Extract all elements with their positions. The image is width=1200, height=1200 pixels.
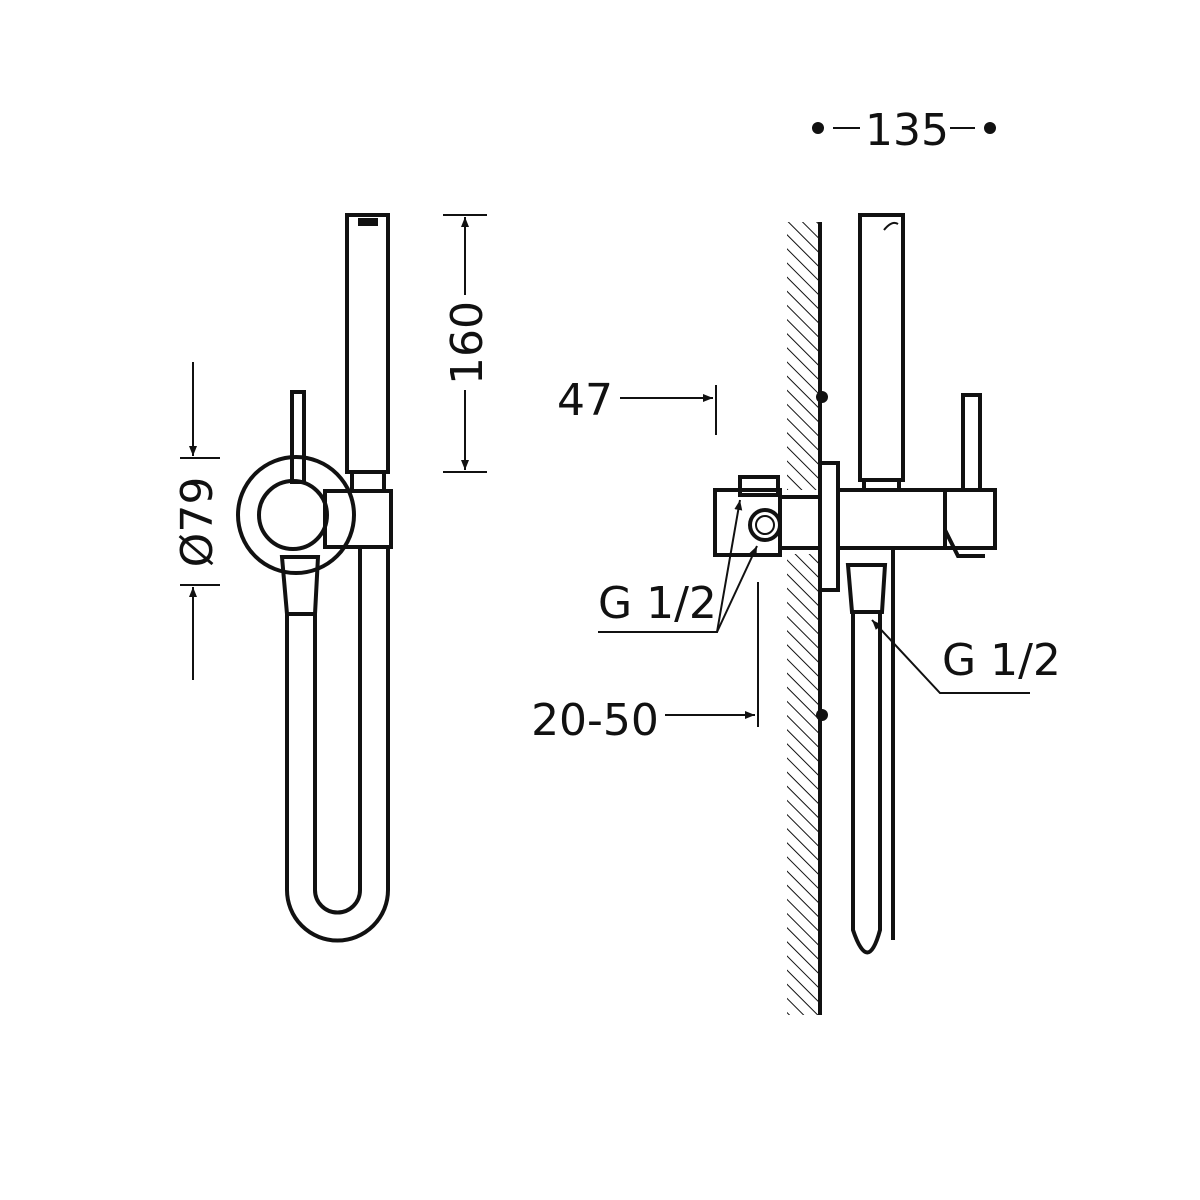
wall-section bbox=[787, 222, 820, 1015]
dimension-160: 160 bbox=[442, 214, 493, 473]
wall-fixing-bottom bbox=[816, 709, 828, 721]
handle-lever bbox=[961, 393, 982, 492]
wall-cutout bbox=[786, 490, 818, 554]
dimension-20-50: 20-50 bbox=[531, 582, 759, 746]
outlet-thread-callout: G 1/2 bbox=[871, 619, 1061, 694]
front-view: 160 Ø79 bbox=[172, 213, 493, 943]
dimension-135-label: 135 bbox=[865, 105, 949, 156]
handle-lever bbox=[290, 390, 306, 484]
hose-nozzle bbox=[845, 563, 888, 614]
holder-bracket bbox=[323, 489, 393, 549]
handset-collar bbox=[350, 470, 386, 493]
wall-fixing-top bbox=[816, 391, 828, 403]
handset bbox=[858, 213, 905, 482]
handle-knob bbox=[257, 479, 329, 551]
hose bbox=[851, 548, 895, 955]
inlet-connection bbox=[748, 508, 782, 542]
handset bbox=[345, 213, 390, 474]
side-view: 135 47 20-50 G 1/2 G 1/2 bbox=[531, 105, 1061, 1015]
inlet-thread-callout: G 1/2 bbox=[598, 499, 758, 633]
hose-nozzle bbox=[279, 555, 321, 616]
handset-tip bbox=[358, 218, 378, 226]
dimension-160-label: 160 bbox=[442, 301, 493, 385]
hose bbox=[285, 547, 390, 943]
dimension-20-50-label: 20-50 bbox=[531, 695, 659, 746]
dimension-diameter-label: Ø79 bbox=[172, 477, 223, 568]
flange bbox=[818, 461, 840, 592]
outlet-thread-label: G 1/2 bbox=[942, 635, 1061, 686]
inlet-thread-label: G 1/2 bbox=[598, 578, 717, 629]
valve-body bbox=[836, 488, 997, 550]
dimension-47: 47 bbox=[557, 375, 717, 435]
dimension-135: 135 bbox=[812, 105, 996, 156]
concealed-body bbox=[713, 488, 782, 557]
dimension-diameter: Ø79 bbox=[172, 362, 223, 680]
dimension-47-label: 47 bbox=[557, 375, 613, 426]
rosette bbox=[236, 455, 356, 575]
